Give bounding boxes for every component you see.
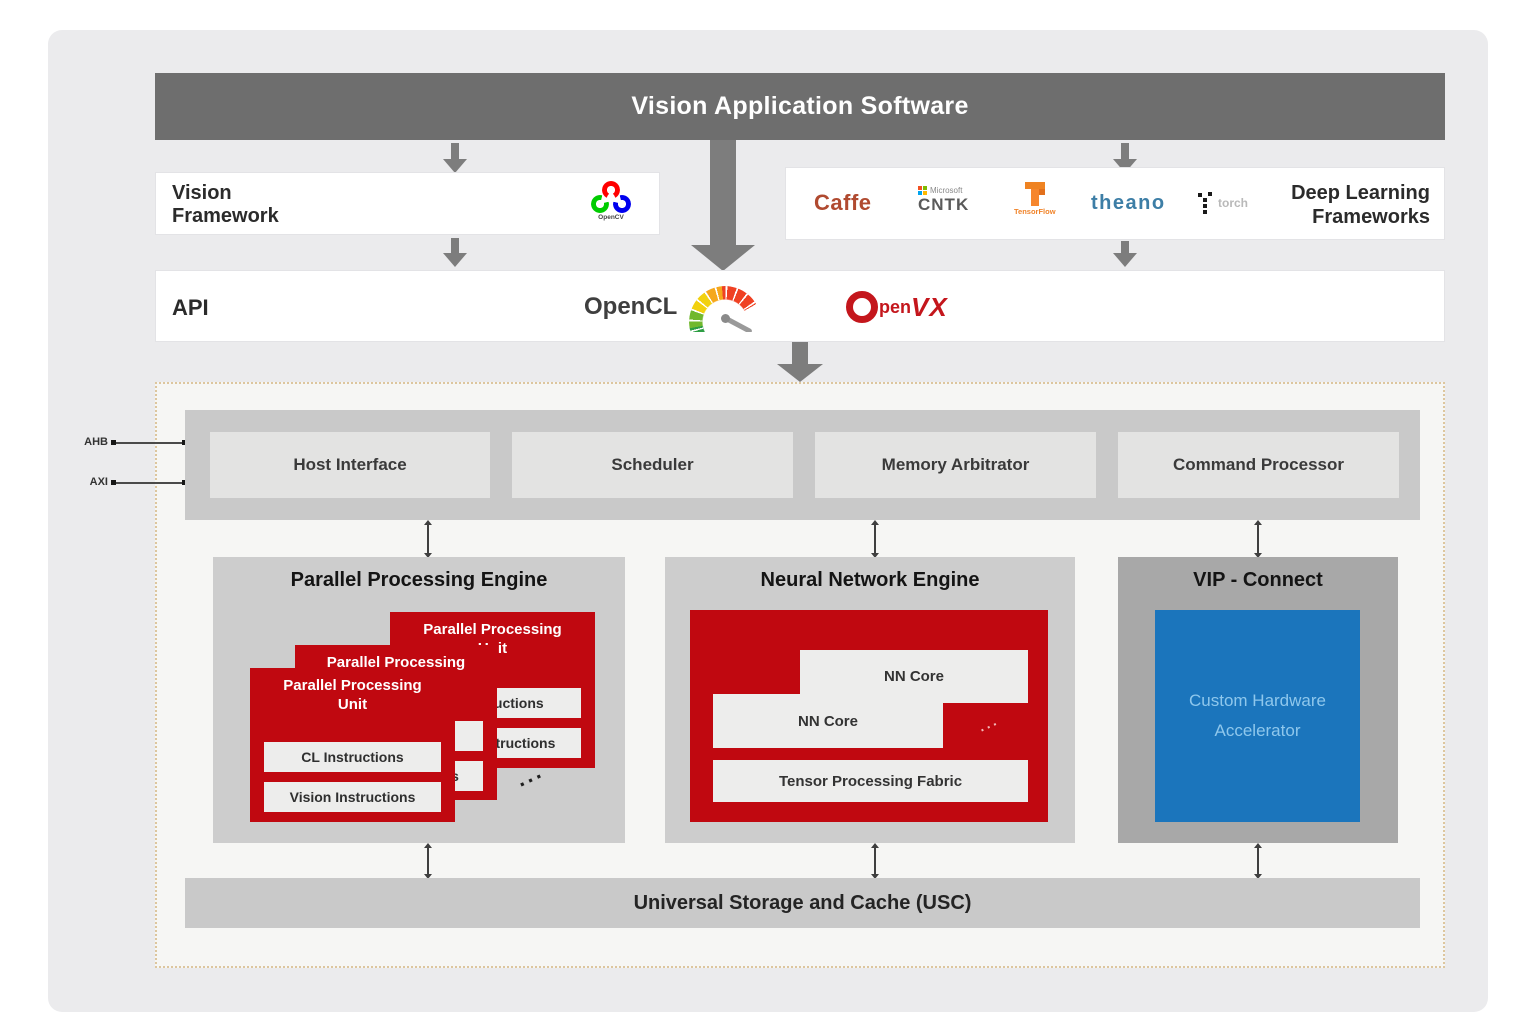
- opencl-wordmark: OpenCL: [584, 293, 678, 320]
- axi-label: AXI: [89, 476, 108, 488]
- torch-icon: [1198, 192, 1214, 214]
- torch-logo: torch: [1198, 192, 1248, 214]
- connector-ppe-usc: [424, 843, 432, 879]
- scheduler-label: Scheduler: [611, 455, 694, 474]
- microsoft-wordmark: Microsoft: [930, 186, 963, 195]
- ahb-label: AHB: [84, 436, 108, 448]
- opencl-logo: OpenCL: [584, 271, 765, 343]
- parallel-processing-unit-card-front: Parallel Processing Unit CL Instructions…: [250, 668, 455, 822]
- microsoft-flag-icon: [918, 186, 927, 195]
- vision-instructions-label: Vision Instructions: [289, 789, 416, 805]
- arrow-api-to-hardware: [777, 342, 823, 382]
- command-processor-box: Command Processor: [1118, 432, 1399, 498]
- host-interface-box: Host Interface: [210, 432, 490, 498]
- memory-arbitrator-label: Memory Arbitrator: [881, 455, 1030, 474]
- tensorflow-logo: TensorFlow: [1014, 182, 1056, 216]
- opencv-logo: OpenCV: [584, 181, 638, 221]
- cntk-logo: Microsoft CNTK: [918, 186, 969, 215]
- neural-network-engine-title: Neural Network Engine: [760, 569, 980, 591]
- scheduler-box: Scheduler: [512, 432, 793, 498]
- torch-wordmark: torch: [1218, 196, 1248, 210]
- connector-processor-vip: [1254, 520, 1262, 558]
- caffe-logo: Caffe: [814, 190, 872, 215]
- memory-arbitrator-box: Memory Arbitrator: [815, 432, 1096, 498]
- nn-core-ellipsis: ...: [975, 711, 1002, 735]
- vip-connect-block: VIP - Connect Custom Hardware Accelerato…: [1118, 557, 1398, 843]
- opencl-gauge-icon: [685, 282, 765, 332]
- theano-logo: theano: [1091, 192, 1166, 214]
- vision-instructions-box: Vision Instructions: [264, 782, 441, 812]
- cntk-wordmark: CNTK: [918, 195, 970, 214]
- command-processor-label: Command Processor: [1173, 455, 1344, 474]
- arrow-banner-to-vision-framework: [443, 143, 467, 173]
- deep-learning-label: Deep Learning Frameworks: [1291, 182, 1430, 228]
- ppu-title: Parallel Processing Unit: [283, 677, 422, 713]
- vision-framework-label: Vision Framework: [172, 182, 279, 227]
- openvx-o-icon: [846, 291, 878, 323]
- connector-nne-usc: [871, 843, 879, 879]
- parallel-processing-engine-title: Parallel Processing Engine: [290, 569, 548, 591]
- opencv-blue-arc-icon: [613, 195, 631, 213]
- tensor-processing-fabric-label: Tensor Processing Fabric: [778, 772, 963, 790]
- axi-bus-line: [111, 480, 187, 485]
- tensorflow-wordmark: TensorFlow: [1014, 207, 1056, 216]
- custom-hardware-accelerator-label: Custom Hardware Accelerator: [1189, 691, 1326, 740]
- ahb-bus-line: [111, 440, 187, 445]
- openvx-vx-text: VX: [911, 291, 948, 322]
- universal-storage-cache-bar: Universal Storage and Cache (USC): [185, 878, 1420, 928]
- opencv-green-arc-icon: [591, 195, 609, 213]
- tensor-processing-fabric-box: Tensor Processing Fabric: [713, 760, 1028, 802]
- connector-arbitrator-nne: [871, 520, 879, 558]
- arrow-banner-to-api: [691, 140, 755, 271]
- nn-core-label: NN Core: [797, 712, 858, 730]
- banner-title: Vision Application Software: [631, 92, 969, 120]
- host-interface-label: Host Interface: [293, 455, 407, 474]
- usc-label: Universal Storage and Cache (USC): [633, 891, 972, 914]
- opencv-caption: OpenCV: [598, 214, 624, 221]
- arrow-deep-learning-to-api: [1113, 241, 1137, 267]
- arrow-vision-framework-to-api: [443, 238, 467, 267]
- tensorflow-icon: [1023, 182, 1047, 206]
- connector-hostinterface-ppe: [424, 520, 432, 558]
- cl-instructions-label: CL Instructions: [301, 749, 404, 765]
- cl-instructions-box: CL Instructions: [264, 742, 441, 772]
- vip-connect-title: VIP - Connect: [1193, 569, 1323, 591]
- deep-learning-frameworks-box: Caffe Microsoft CNTK TensorFlow theano t…: [785, 167, 1445, 240]
- neural-network-engine: Neural Network Engine NN Core NN Core ..…: [665, 557, 1075, 843]
- opencv-red-arc-icon: [602, 181, 620, 199]
- custom-hardware-accelerator-box: Custom Hardware Accelerator: [1155, 610, 1360, 822]
- vision-application-software-block: Vision Application Software: [155, 73, 1445, 140]
- connector-vip-usc: [1254, 843, 1262, 879]
- openvx-pen-text: pen: [879, 296, 912, 317]
- nn-core-label: NN Core: [883, 668, 944, 685]
- nne-red-box: NN Core NN Core ... Tensor Processing Fa…: [690, 610, 1048, 822]
- nn-core-front-box: NN Core: [713, 694, 943, 748]
- api-label: API: [172, 295, 209, 320]
- vision-framework-box: Vision Framework OpenCV: [155, 172, 660, 235]
